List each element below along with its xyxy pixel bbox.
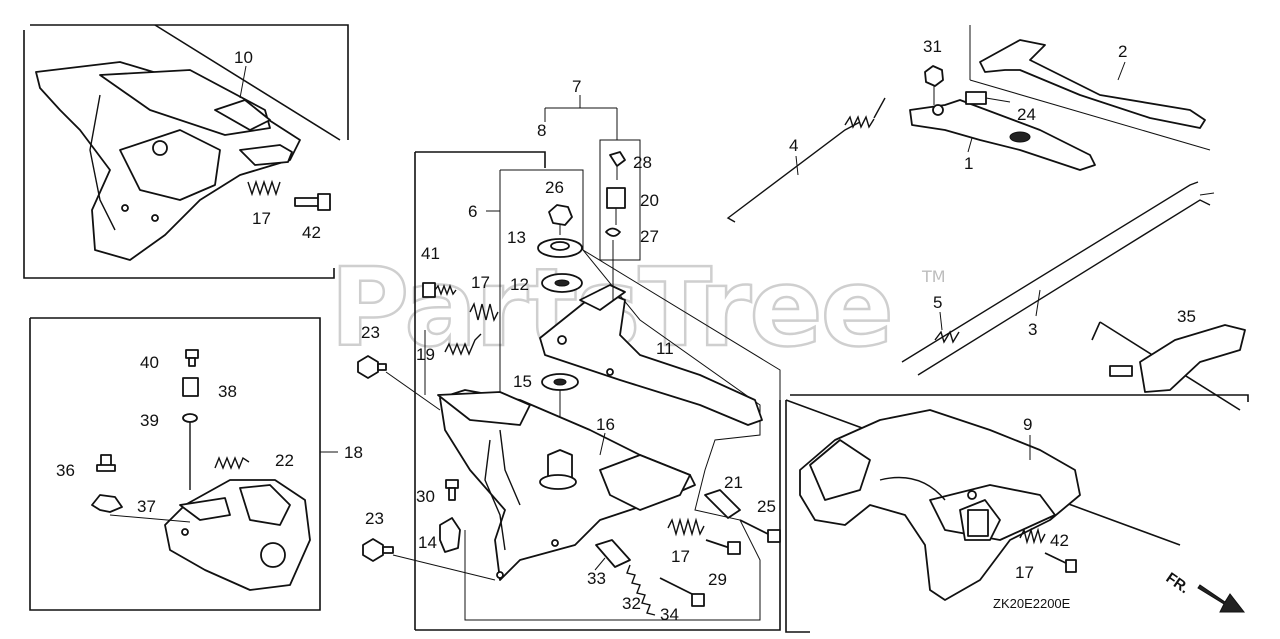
callout-19: 19: [416, 345, 435, 364]
spring-17-center-left: [469, 301, 499, 323]
spring-22: [214, 456, 250, 470]
collar-20: [606, 187, 626, 225]
callout-3: 3: [1028, 320, 1037, 339]
throttle-lever-2: [969, 25, 1211, 151]
direction-label: FR.: [1163, 569, 1193, 597]
collar-33: [594, 539, 631, 571]
collar-21: [704, 489, 741, 519]
callout-36: 36: [56, 461, 75, 480]
callout-22: 22: [275, 451, 294, 470]
spring-19: [444, 333, 482, 356]
callout-35: 35: [1177, 307, 1196, 326]
rod-4: [726, 97, 886, 223]
washer-12: [541, 273, 583, 293]
callout-37: 37: [137, 497, 156, 516]
callout-25: 25: [757, 497, 776, 516]
lever-35: [1109, 324, 1246, 393]
callout-40: 40: [140, 353, 159, 372]
callout-29: 29: [708, 570, 727, 589]
control-base-bracket-top-left: [35, 61, 301, 261]
callout-9: 9: [1023, 415, 1032, 434]
bolt-28: [609, 151, 626, 180]
callout-18: 18: [344, 443, 363, 462]
callout-15: 15: [513, 372, 532, 391]
callout-7: 7: [572, 77, 581, 96]
callout-17-center-left: 17: [471, 273, 490, 292]
screw-36: [96, 454, 116, 472]
air-cleaner-base-9: [799, 409, 1081, 601]
callout-17-top-left: 17: [252, 209, 271, 228]
spring-17-lower: [667, 517, 705, 537]
bolt-42-bottom-right: [1044, 552, 1077, 573]
front-direction-arrow: FR.: [1163, 569, 1246, 613]
callout-17-bottom-right: 17: [1015, 563, 1034, 582]
callout-33: 33: [587, 569, 606, 588]
bolt-34: [659, 577, 705, 607]
collar-38: [182, 377, 199, 397]
spring-32: [626, 564, 656, 616]
spring-17-bottom-right: [1019, 527, 1046, 545]
control-base-16: [437, 389, 696, 581]
control-lever-11: [539, 284, 763, 426]
callout-13: 13: [507, 228, 526, 247]
rod-3: [901, 181, 1215, 376]
callout-12: 12: [510, 275, 529, 294]
clip-14: [439, 517, 461, 553]
callout-42-top-left: 42: [302, 223, 321, 242]
bolt-29: [705, 539, 741, 555]
callout-16: 16: [596, 415, 615, 434]
callout-14: 14: [418, 533, 437, 552]
callout-24: 24: [1017, 105, 1036, 124]
control-base-bottom-left: [164, 479, 311, 591]
callout-20: 20: [640, 191, 659, 210]
lever-1: [909, 99, 1096, 171]
callout-30: 30: [416, 487, 435, 506]
callout-10: 10: [234, 48, 253, 67]
watermark-trademark: TM: [921, 267, 946, 286]
diagram-code: ZK20E2200E: [993, 596, 1071, 611]
callout-42-bottom-right: 42: [1050, 531, 1069, 550]
callout-32: 32: [622, 594, 641, 613]
plate-13: [537, 238, 583, 258]
callout-1: 1: [964, 154, 973, 173]
assembly-frames-center: [414, 95, 781, 631]
callout-11: 11: [656, 339, 674, 358]
callout-2: 2: [1118, 42, 1127, 61]
callout-41: 41: [421, 244, 440, 263]
callout-23-upper: 23: [361, 323, 380, 342]
callout-6: 6: [468, 202, 477, 221]
bolt-23-upper: [357, 355, 441, 411]
callout-39: 39: [140, 411, 159, 430]
callout-28: 28: [633, 153, 652, 172]
bolt-41: [422, 282, 457, 298]
clip-27: [605, 227, 621, 300]
callout-5: 5: [933, 293, 942, 312]
callout-8: 8: [537, 121, 546, 140]
callout-38: 38: [218, 382, 237, 401]
callout-4: 4: [789, 136, 798, 155]
bolt-25: [739, 519, 781, 543]
spring-17-top-left: [247, 179, 281, 197]
callout-27: 27: [640, 227, 659, 246]
callout-31: 31: [923, 37, 942, 56]
bolt-30: [445, 479, 459, 501]
inset-frame-top-left: [23, 24, 349, 279]
bolt-40: [185, 349, 199, 367]
screw-24: [965, 91, 1011, 105]
inset-frame-bottom-left: [29, 317, 321, 611]
clamp-37: [91, 494, 191, 523]
nut-31: [924, 65, 944, 105]
spring-5: [934, 330, 960, 344]
callout-34: 34: [660, 605, 679, 624]
callout-21: 21: [724, 473, 743, 492]
bolt-42-top-left: [294, 193, 331, 211]
callout-23-lower: 23: [365, 509, 384, 528]
nut-26: [548, 204, 573, 235]
callout-26: 26: [545, 178, 564, 197]
washer-39: [182, 413, 198, 490]
callout-17-lower: 17: [671, 547, 690, 566]
bolt-23-lower: [362, 538, 496, 581]
